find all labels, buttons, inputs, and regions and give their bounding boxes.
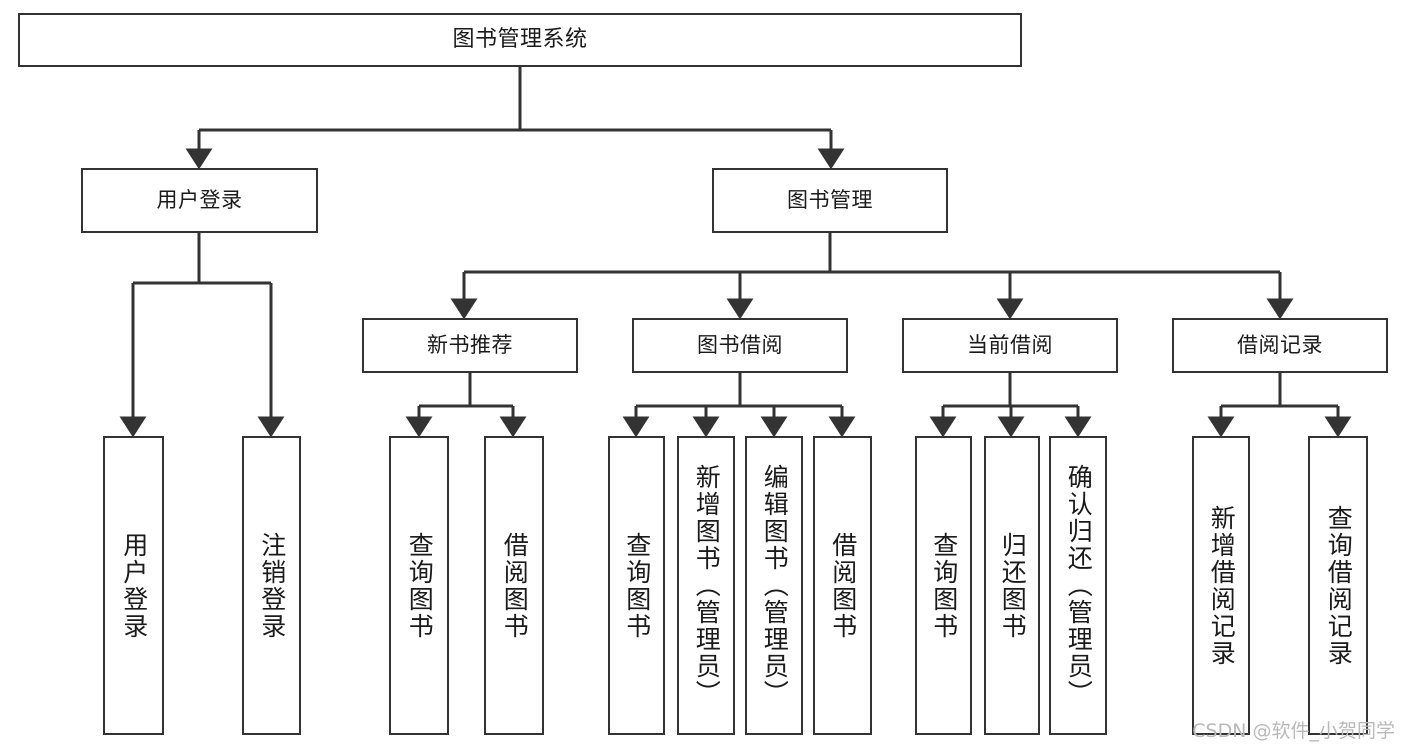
node-label: 图书借阅: [697, 332, 783, 357]
leaf-add-borrow-record[interactable]: 新增借阅记录: [1192, 436, 1250, 735]
leaf-query-books-borrow[interactable]: 查询图书: [608, 436, 665, 735]
node-label: 编辑图书（管理员）: [760, 464, 790, 707]
node-label: 图书管理: [787, 187, 873, 212]
leaf-query-books-recommend[interactable]: 查询图书: [389, 436, 449, 735]
leaf-edit-book-admin[interactable]: 编辑图书（管理员）: [745, 436, 803, 735]
node-label: 新增借阅记录: [1207, 504, 1237, 667]
node-label: 图书管理系统: [452, 26, 588, 52]
node-new-book-recommend[interactable]: 新书推荐: [362, 318, 578, 373]
node-label: 归还图书: [998, 531, 1028, 640]
node-label: 查询图书: [929, 531, 959, 640]
csdn-watermark: CSDN @软件_小贺同学: [1192, 720, 1395, 742]
leaf-return-books[interactable]: 归还图书: [984, 436, 1040, 735]
node-label: 借阅图书: [500, 531, 530, 640]
node-book-management-system[interactable]: 图书管理系统: [18, 13, 1022, 67]
leaf-borrow-books[interactable]: 借阅图书: [813, 436, 872, 735]
node-label: 借阅记录: [1237, 332, 1323, 357]
leaf-add-book-admin[interactable]: 新增图书（管理员）: [677, 436, 735, 735]
node-label: 确认归还（管理员）: [1064, 464, 1094, 707]
leaf-user-login[interactable]: 用户登录: [103, 436, 164, 735]
node-label: 用户登录: [156, 187, 243, 212]
node-book-management[interactable]: 图书管理: [712, 168, 948, 233]
leaf-query-books-current[interactable]: 查询图书: [915, 436, 972, 735]
node-label: 注销登录: [257, 531, 287, 640]
node-label: 查询图书: [622, 531, 652, 640]
node-current-borrow[interactable]: 当前借阅: [902, 318, 1118, 373]
node-borrow-records[interactable]: 借阅记录: [1172, 318, 1388, 373]
node-label: 当前借阅: [967, 332, 1053, 357]
node-label: 新书推荐: [427, 332, 513, 357]
leaf-query-borrow-record[interactable]: 查询借阅记录: [1308, 436, 1368, 735]
leaf-logout[interactable]: 注销登录: [242, 436, 301, 735]
node-user-login[interactable]: 用户登录: [81, 168, 318, 233]
node-label: 借阅图书: [828, 531, 858, 640]
node-label: 查询图书: [405, 531, 435, 640]
node-label: 用户登录: [119, 531, 149, 640]
node-label: 查询借阅记录: [1324, 504, 1354, 667]
node-book-borrow[interactable]: 图书借阅: [632, 318, 848, 373]
leaf-confirm-return-admin[interactable]: 确认归还（管理员）: [1049, 436, 1107, 735]
node-label: 新增图书（管理员）: [692, 464, 722, 707]
leaf-borrow-books-recommend[interactable]: 借阅图书: [484, 436, 544, 735]
